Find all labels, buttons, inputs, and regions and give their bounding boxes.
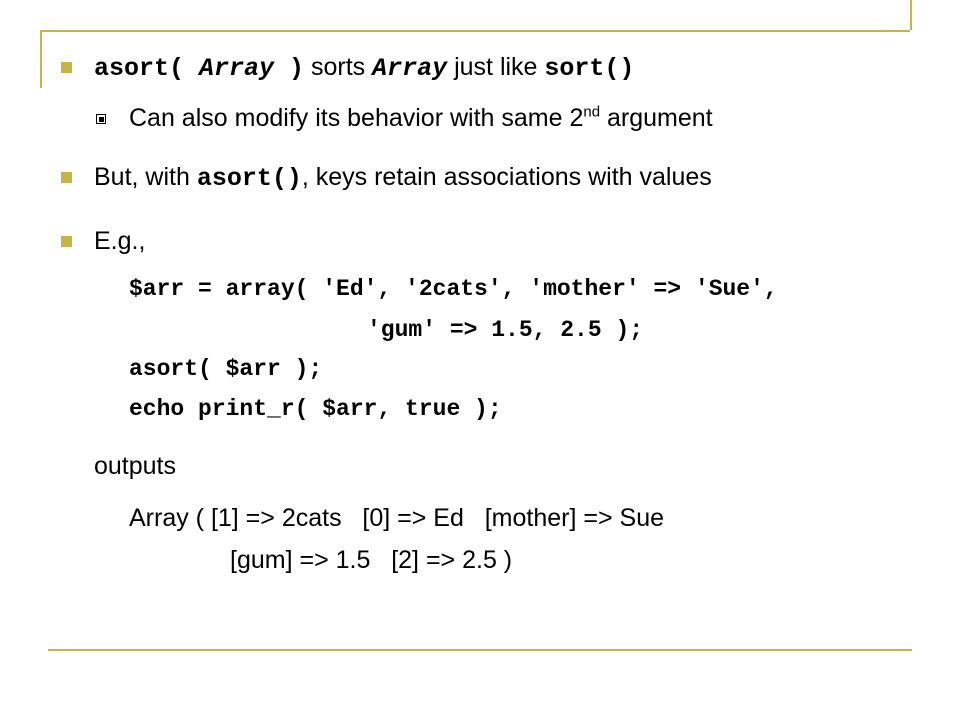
bullet-square-icon <box>61 172 72 183</box>
bullet-2-suffix: , keys retain associations with values <box>301 163 712 191</box>
bullet-1-text: asort( Array ) sorts Array just like sor… <box>94 52 634 84</box>
code-line-3: asort( $arr ); <box>129 356 323 382</box>
bullet-1-just-like-text: just like <box>447 53 545 81</box>
bullet-2-prefix: But, with <box>94 163 197 191</box>
code-line-2: 'gum' => 1.5, 2.5 ); <box>367 317 644 343</box>
code-asort-func: asort() <box>196 164 302 193</box>
sub-bullet-superscript: nd <box>583 103 601 121</box>
code-asort-open: asort( <box>94 54 200 83</box>
sub-bullet-main-text: Can also modify its behavior with same 2 <box>129 104 584 132</box>
sub-bullet-text: Can also modify its behavior with same 2… <box>129 103 713 133</box>
code-sort-func: sort() <box>544 54 635 83</box>
left-rule <box>40 30 42 88</box>
bullet-1-sorts-text: sorts <box>304 53 373 81</box>
top-rule <box>40 30 910 32</box>
code-asort-close: ) <box>274 54 305 83</box>
sub-bullet-icon <box>96 114 106 124</box>
bullet-square-icon <box>61 236 72 247</box>
bullet-2-text: But, with asort(), keys retain associati… <box>94 162 712 194</box>
output-line-2: [gum] => 1.5 [2] => 2.5 ) <box>230 546 513 574</box>
bullet-square-icon <box>61 62 72 73</box>
code-line-1: $arr = array( 'Ed', '2cats', 'mother' =>… <box>129 276 778 302</box>
sub-bullet-after-text: argument <box>600 104 713 132</box>
right-rule <box>910 0 912 30</box>
bottom-rule <box>48 649 912 651</box>
bullet-3-text: E.g., <box>94 227 146 255</box>
code-array-param: Array <box>199 54 275 83</box>
code-line-4: echo print_r( $arr, true ); <box>129 396 502 422</box>
output-line-1: Array ( [1] => 2cats [0] => Ed [mother] … <box>129 504 664 532</box>
outputs-label: outputs <box>94 452 177 480</box>
code-array-ref: Array <box>372 54 448 83</box>
